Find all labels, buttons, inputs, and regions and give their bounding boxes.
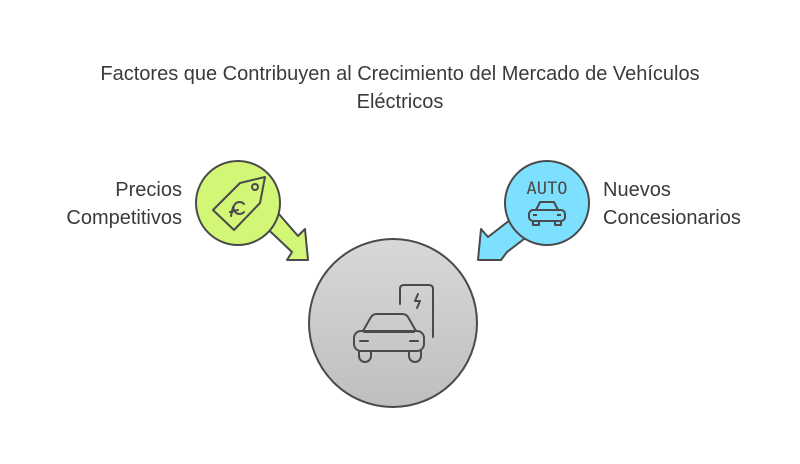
label-line: Precios — [115, 179, 182, 201]
label-precios-competitivos: Precios Competitivos — [66, 176, 182, 232]
auto-sign-text: AUTO — [527, 179, 568, 199]
node-precios-competitivos — [195, 160, 281, 246]
node-center-electric-vehicles — [308, 238, 478, 408]
node-nuevos-concesionarios: AUTO — [504, 160, 590, 246]
label-nuevos-concesionarios: Nuevos Concesionarios — [603, 176, 741, 232]
title-line-1: Factores que Contribuyen al Crecimiento … — [100, 63, 700, 85]
car-icon — [528, 201, 566, 226]
label-line: Competitivos — [66, 207, 182, 229]
electric-car-charging-icon — [353, 284, 434, 363]
price-tag-icon — [212, 176, 266, 231]
title-line-2: Eléctricos — [356, 91, 444, 113]
diagram-title: Factores que Contribuyen al Crecimiento … — [0, 60, 800, 116]
label-line: Nuevos — [603, 179, 671, 201]
label-line: Concesionarios — [603, 207, 741, 229]
